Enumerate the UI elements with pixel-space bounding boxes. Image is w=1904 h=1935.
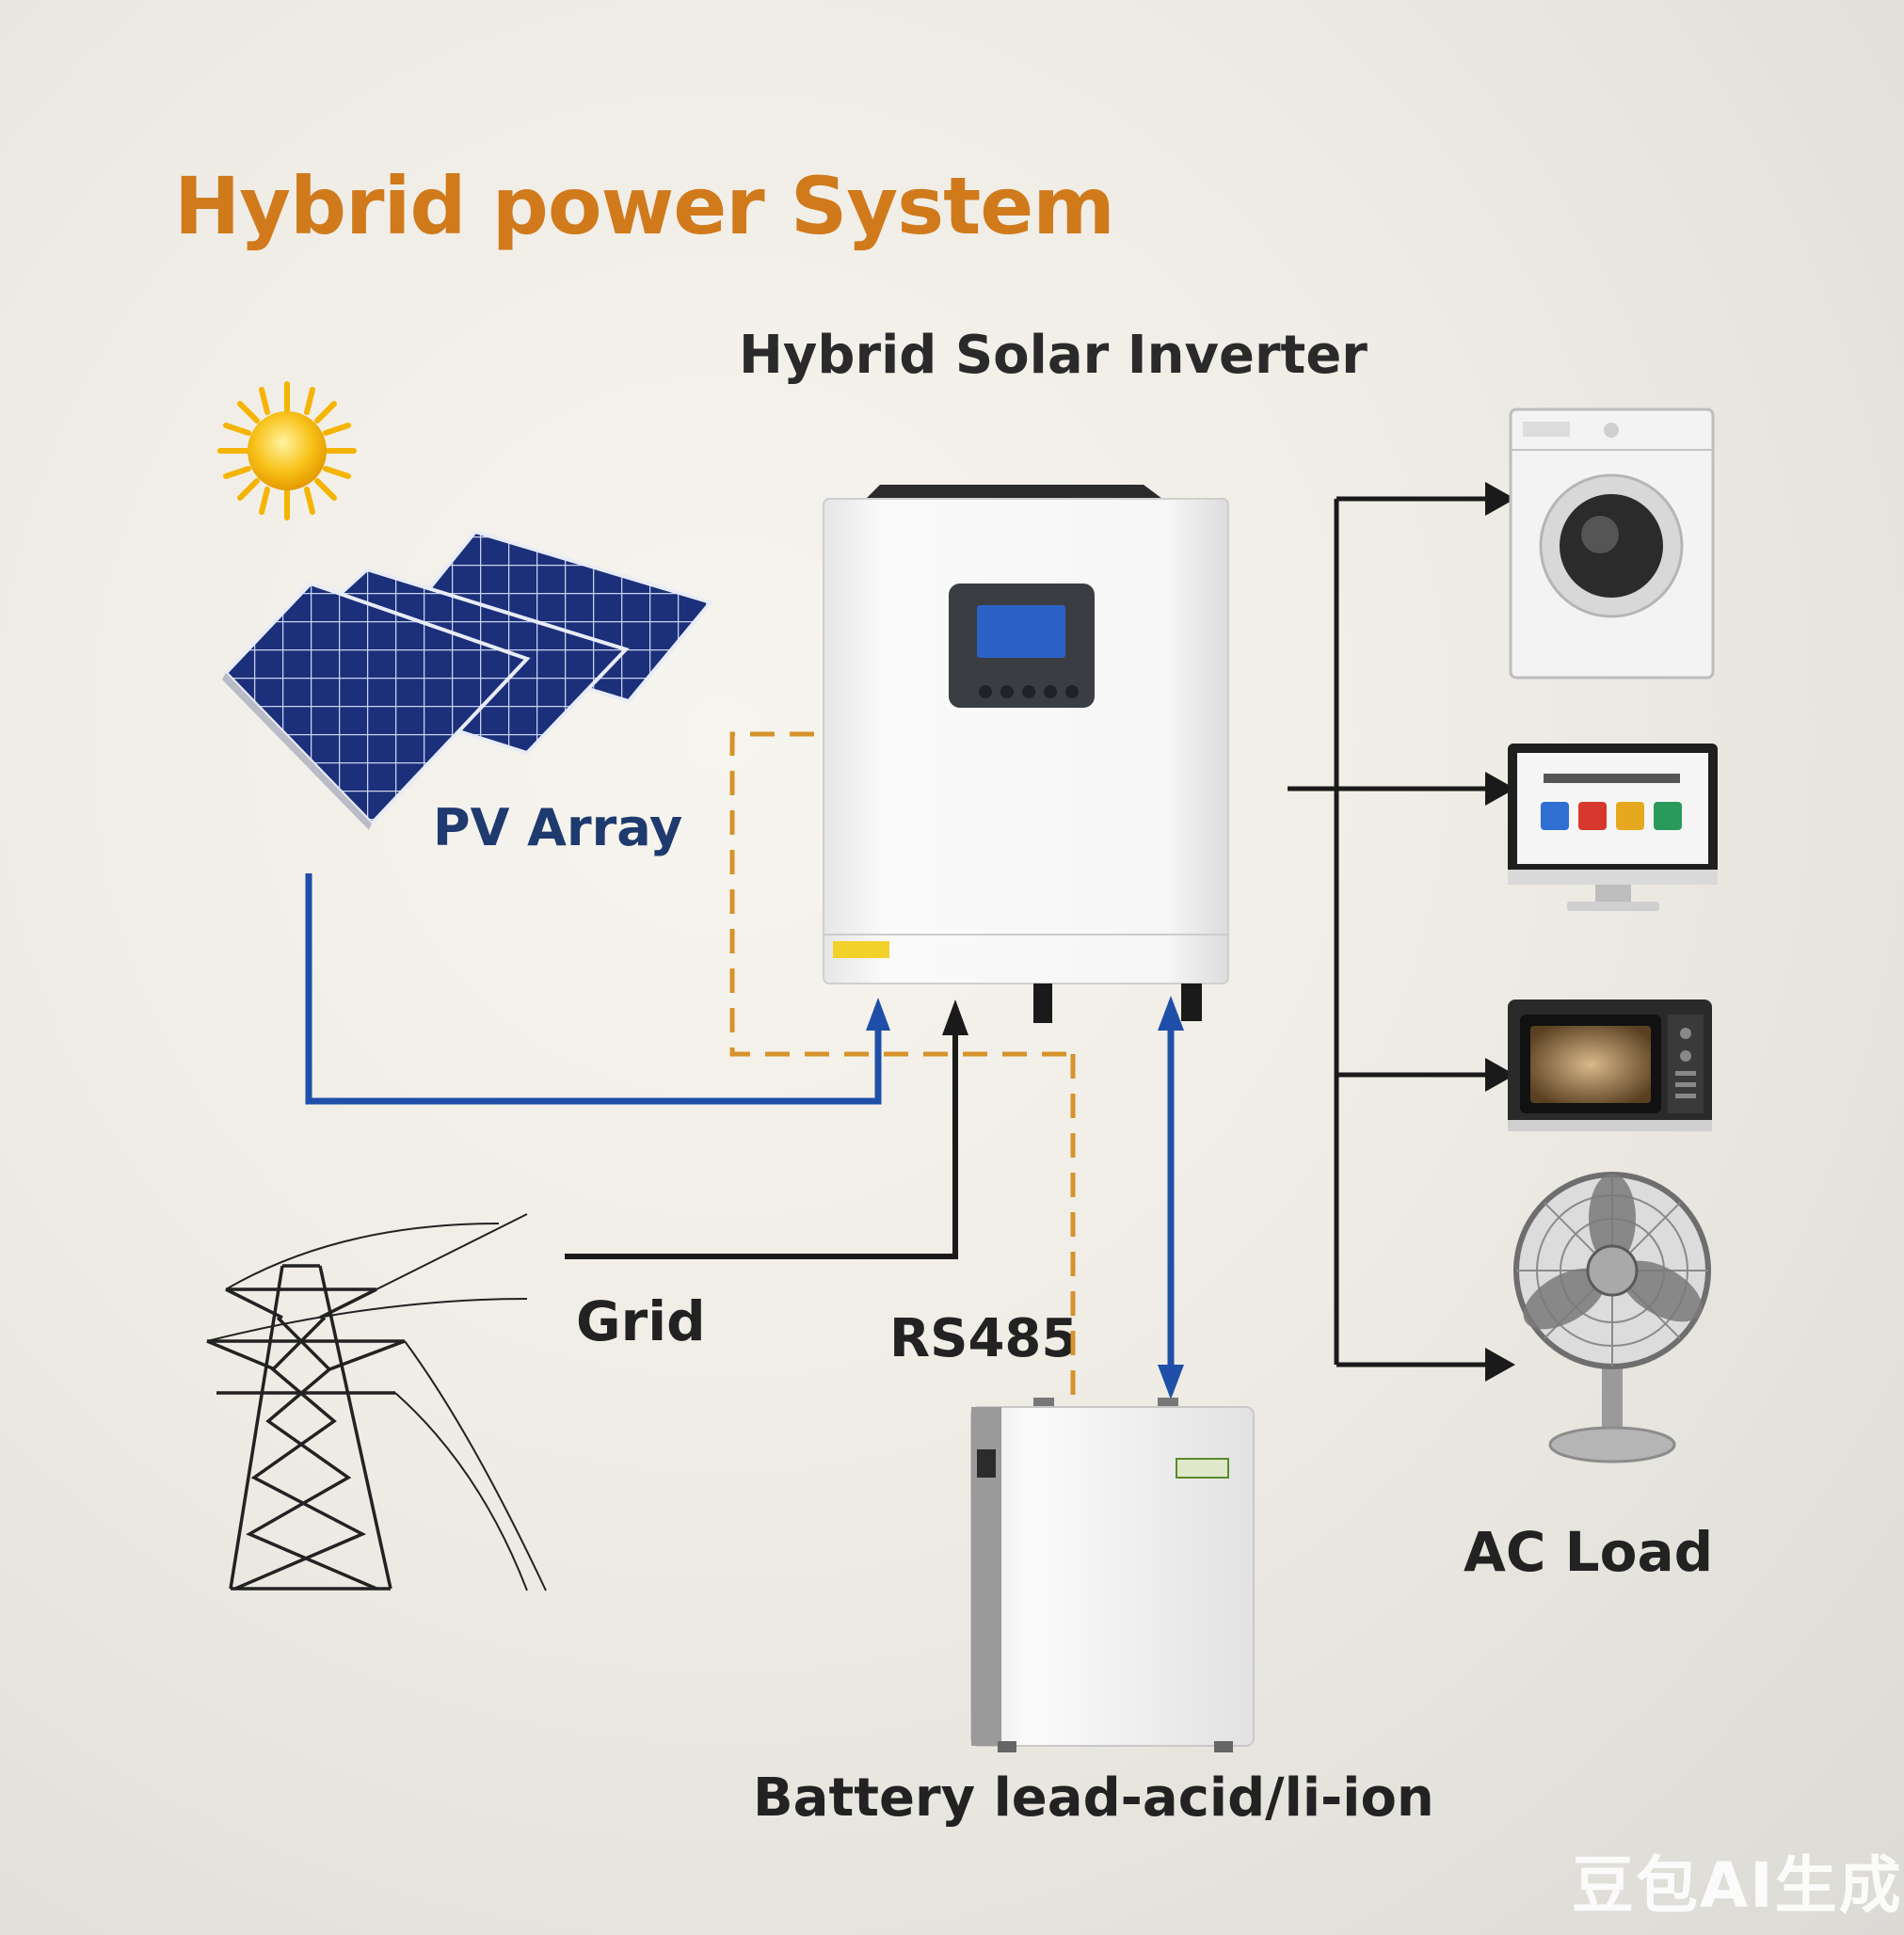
hybrid-inverter-icon	[823, 485, 1229, 1023]
diagram-title: Hybrid power System	[174, 160, 1115, 252]
battery-icon	[970, 1398, 1255, 1752]
pv-array-label: PV Array	[433, 798, 683, 857]
comm-line-left	[729, 731, 1073, 1057]
pv-dc-line	[305, 873, 882, 1105]
watermark: 豆包AI生成	[1572, 1849, 1903, 1922]
ac-load-label: AC Load	[1464, 1520, 1714, 1584]
fan-icon	[1513, 1172, 1711, 1463]
grid-ac-line	[565, 1021, 958, 1259]
rs485-label: RS485	[889, 1308, 1079, 1369]
microwave-icon	[1508, 999, 1712, 1131]
inverter-label: Hybrid Solar Inverter	[739, 325, 1368, 386]
computer-monitor-icon	[1508, 744, 1718, 911]
ac-load-bus	[1288, 496, 1501, 1367]
grid-label: Grid	[576, 1289, 706, 1353]
sun-icon	[217, 381, 357, 520]
battery-label: Battery lead-acid/li-ion	[753, 1767, 1434, 1829]
washing-machine-icon	[1509, 408, 1715, 680]
transmission-tower-icon	[206, 1213, 547, 1591]
solar-panel-icon	[222, 529, 714, 830]
